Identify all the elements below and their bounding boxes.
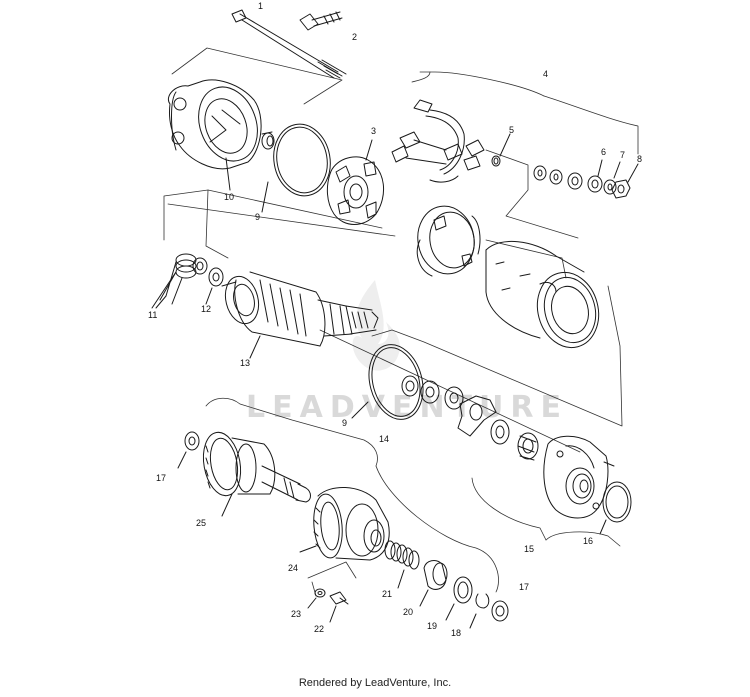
part-spring-21: [384, 540, 420, 589]
callout-6: 6: [601, 147, 606, 157]
part-large-o-ring: [599, 481, 632, 535]
callout-19: 19: [427, 621, 437, 631]
callout-2: 2: [352, 32, 357, 42]
part-snap-ring: [469, 593, 490, 629]
callout-15: 15: [524, 544, 534, 554]
callout-9-upper: 9: [255, 212, 260, 222]
part-front-housing: [543, 435, 615, 519]
footer-credit: Rendered by LeadVenture, Inc.: [298, 677, 452, 689]
callout-1: 1: [258, 1, 263, 11]
part-brush-ring: [416, 205, 481, 277]
part-clutch-shaft: [202, 431, 311, 517]
callout-17-left: 17: [156, 473, 166, 483]
guide-lines-bottom: [205, 397, 621, 597]
watermark: LEADVENTURE: [246, 280, 561, 425]
callout-25: 25: [196, 518, 206, 528]
part-through-bolt: [231, 9, 347, 79]
part-short-bolt: [299, 11, 343, 31]
callout-12: 12: [201, 304, 211, 314]
callout-3: 3: [371, 126, 376, 136]
callout-11: 11: [148, 310, 157, 320]
callout-17-right: 17: [519, 582, 529, 592]
part-washer-17-left: [177, 431, 200, 469]
callout-16: 16: [583, 536, 593, 546]
part-end-cover: [168, 79, 275, 191]
callout-20: 20: [403, 607, 413, 617]
callout-13: 13: [240, 358, 250, 368]
callout-23: 23: [291, 609, 301, 619]
part-spring-set: [151, 253, 208, 309]
callout-8: 8: [637, 154, 642, 164]
part-o-ring-lower: [351, 344, 424, 420]
part-washer-set: [533, 159, 639, 199]
guide-lines-top: [163, 47, 639, 453]
part-shim-stack: [401, 375, 539, 461]
part-washer-12: [205, 267, 224, 305]
callout-labels: 1 2 3 4 5 6 7 8 9 10 11 12 13 9 14 15 16…: [148, 1, 642, 638]
part-pin-22: [329, 591, 349, 623]
part-motor-yoke: [485, 240, 600, 349]
callout-22: 22: [314, 624, 324, 634]
part-collar: [419, 560, 448, 607]
part-overrunning-clutch: [299, 486, 390, 561]
callout-5: 5: [509, 125, 514, 135]
callout-7: 7: [620, 150, 625, 160]
callout-10: 10: [224, 192, 234, 202]
part-small-o-ring: [491, 133, 511, 167]
callout-9-lower: 9: [342, 418, 347, 428]
part-o-ring-upper: [261, 123, 331, 213]
callout-4: 4: [543, 69, 548, 79]
part-armature: [221, 271, 379, 359]
part-thrust-washer: [445, 576, 473, 621]
part-washer-17-right: [491, 600, 509, 622]
callout-14: 14: [379, 434, 389, 444]
callout-24: 24: [288, 563, 298, 573]
part-brush-assembly: [391, 99, 485, 183]
part-brush-holder-plate: [326, 139, 385, 225]
part-small-washer-23: [307, 588, 326, 609]
callout-21: 21: [382, 589, 392, 599]
callout-18: 18: [451, 628, 461, 638]
